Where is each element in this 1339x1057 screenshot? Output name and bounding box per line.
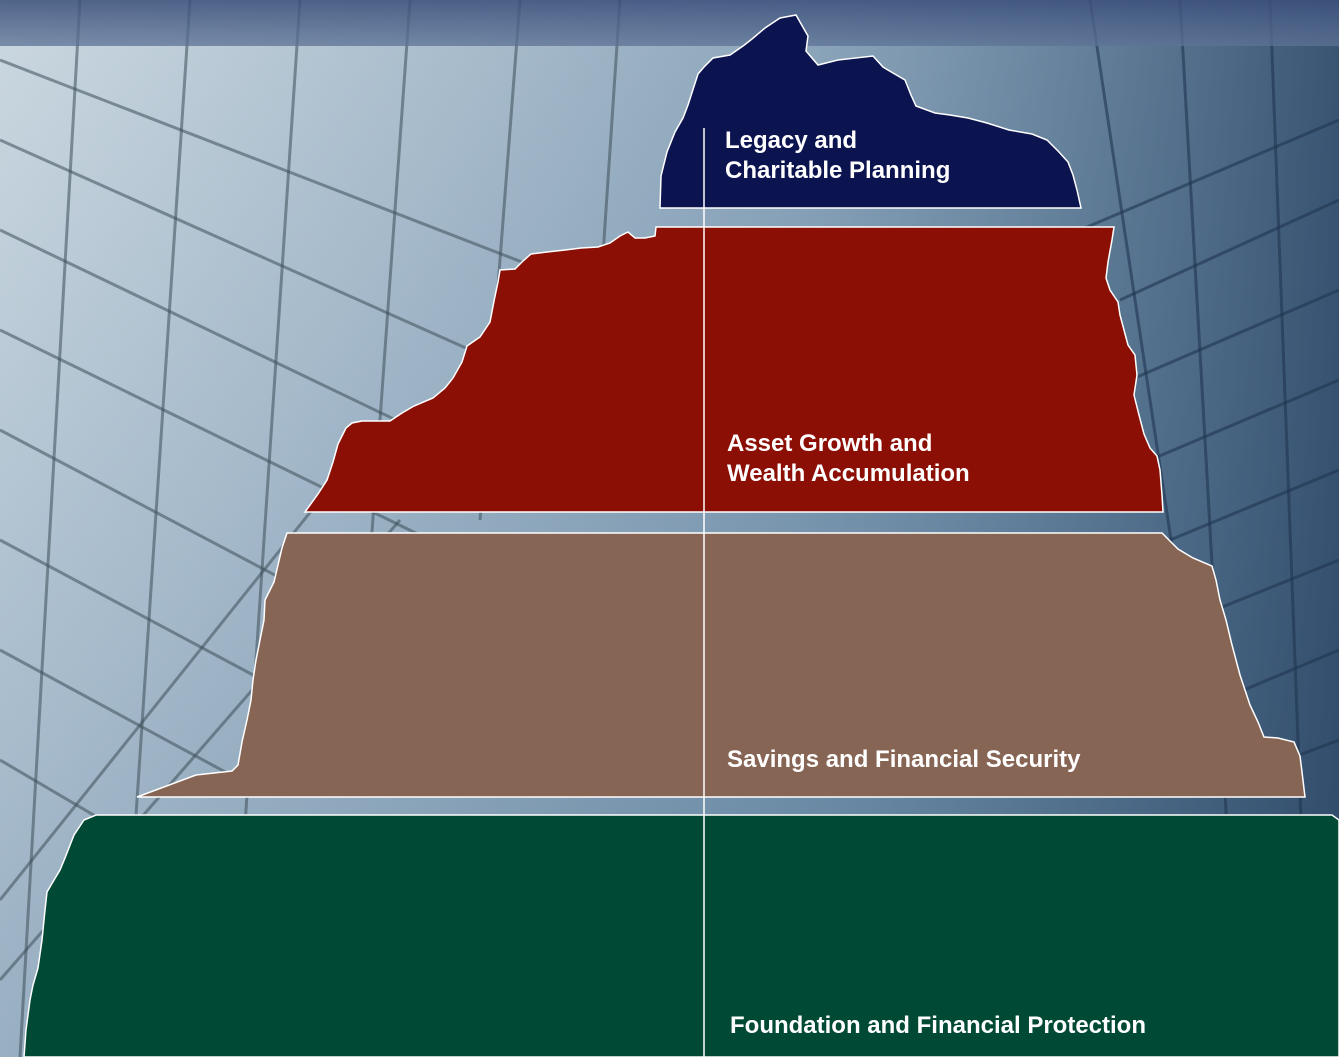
tier-label-line: Asset Growth and [727, 430, 933, 457]
tier-label-legacy: Legacy and Charitable Planning [725, 126, 950, 186]
tier-foundation-shape [23, 814, 1339, 1057]
tier-label-foundation: Foundation and Financial Protection [730, 1011, 1146, 1041]
tier-savings-shape [136, 532, 1306, 798]
tier-growth-shape [303, 226, 1164, 513]
tier-label-savings: Savings and Financial Security [727, 745, 1080, 775]
tier-label-line: Wealth Accumulation [727, 460, 970, 487]
tier-label-growth: Asset Growth and Wealth Accumulation [727, 429, 970, 489]
tier-label-line: Savings and Financial Security [727, 746, 1081, 773]
tier-legacy-shape [659, 14, 1082, 209]
tier-label-line: Legacy and [725, 127, 858, 154]
top-band [0, 0, 1339, 46]
tier-label-line: Foundation and Financial Protection [730, 1012, 1147, 1039]
tier-label-line: Charitable Planning [725, 157, 951, 184]
